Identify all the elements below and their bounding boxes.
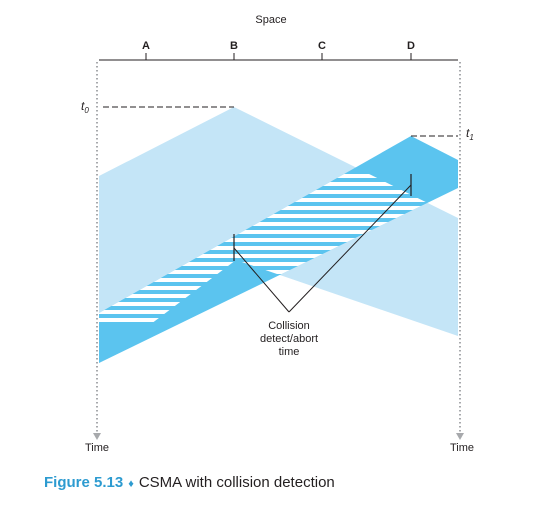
space-label: Space <box>255 14 286 26</box>
node-label-d: D <box>407 40 415 52</box>
collision-label-line1: Collision <box>268 320 310 332</box>
time-label-left: Time <box>85 442 109 454</box>
node-label-a: A <box>142 40 150 52</box>
node-ticks <box>145 53 412 60</box>
collision-label-line3: time <box>279 346 300 358</box>
time-arrow-right-icon <box>456 433 464 440</box>
figure-caption-text: CSMA with collision detection <box>138 474 335 491</box>
t0-label: t0 <box>81 99 89 115</box>
time-arrow-left-icon <box>93 433 101 440</box>
collision-label-line2: detect/abort <box>260 333 318 345</box>
node-label-b: B <box>230 40 238 52</box>
diamond-separator-icon: ♦ <box>128 478 134 490</box>
node-label-c: C <box>318 40 326 52</box>
time-label-right: Time <box>450 442 474 454</box>
figure-caption: Figure 5.13 ♦ CSMA with collision detectio… <box>44 474 335 491</box>
t1-label: t1 <box>466 126 474 142</box>
csma-cd-diagram: Space A B C D <box>81 14 474 454</box>
figure-number: Figure 5.13 <box>44 474 124 491</box>
collision-pointer-b <box>233 247 290 313</box>
collision-pointer-d <box>288 184 412 313</box>
